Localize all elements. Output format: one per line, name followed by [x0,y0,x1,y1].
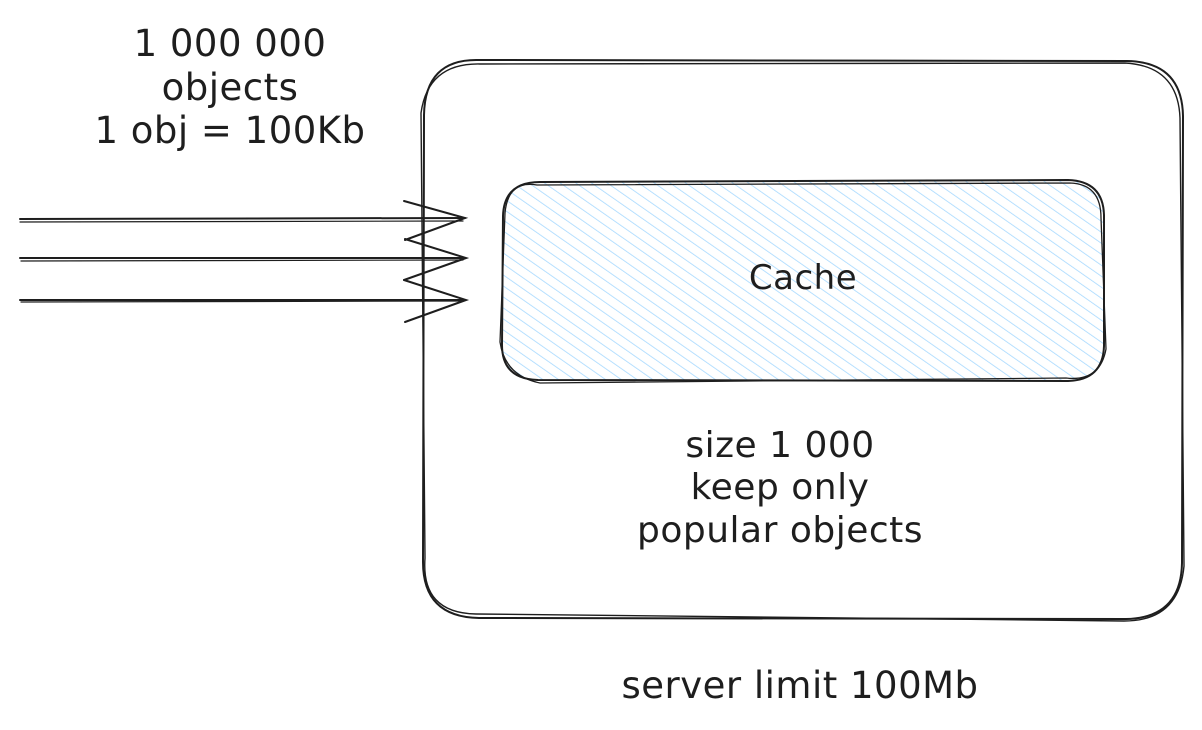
incoming-arrow-middle [19,238,470,281]
policy-line-keep: keep only [690,467,870,509]
incoming-objects-label: 1 000 000 objects 1 obj = 100Kb [70,22,390,153]
incoming-objects-word: objects [161,65,299,109]
server-box [420,58,1185,622]
incoming-arrow-bottom [19,279,470,323]
server-limit-label: server limit 100Mb [621,664,979,707]
incoming-count: 1 000 000 [133,22,327,65]
policy-line-popular: popular objects [636,509,924,551]
cache-box [499,178,1107,384]
cache-size: size 1 000 [685,425,875,466]
cache-label: Cache [748,258,858,298]
cache-policy-label: size 1 000 keep only popular objects [560,425,1000,552]
object-size: 1 obj = 100Kb [94,109,366,153]
incoming-arrow-top [19,200,469,241]
